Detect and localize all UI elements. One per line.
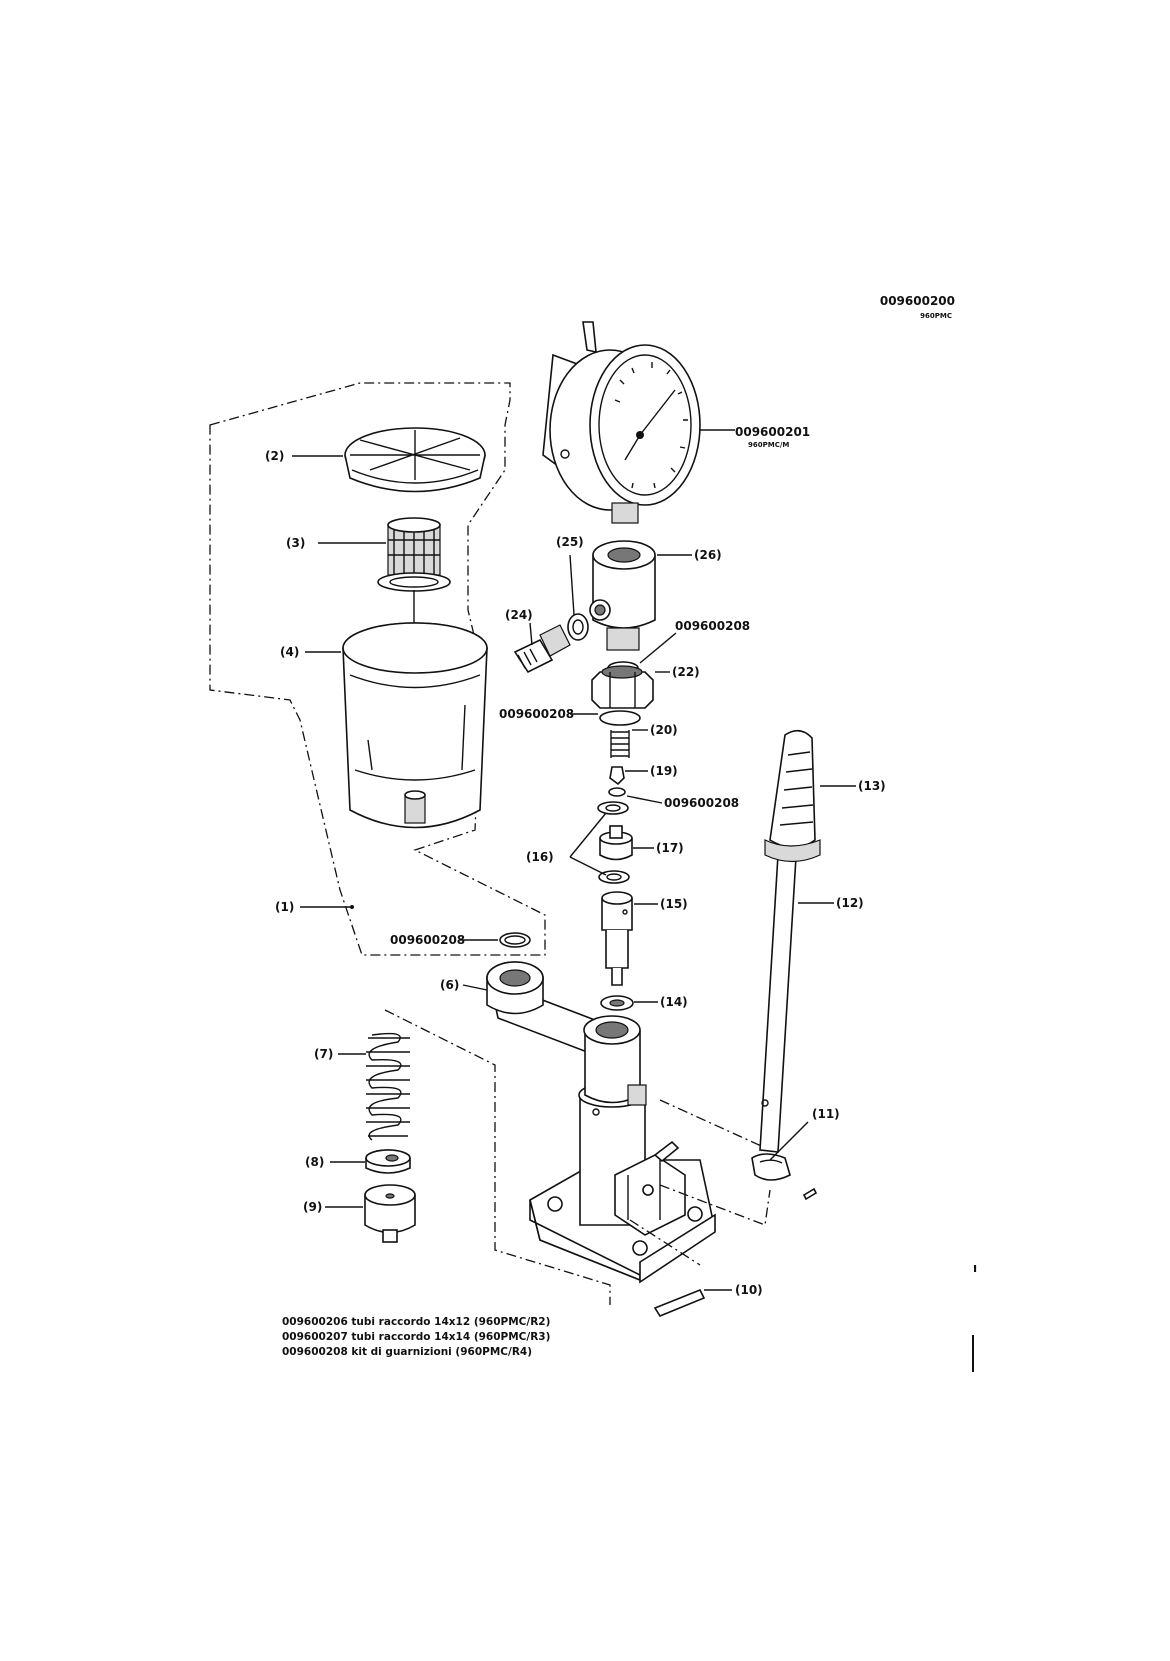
pressure-gauge [542, 321, 701, 524]
coil-spring [366, 1032, 410, 1141]
handle-tube [759, 854, 797, 1153]
part-label-14: (14) [660, 995, 688, 1009]
note-line-3: 009600208 kit di guarnizioni (960PMC/R4) [282, 1346, 532, 1358]
copper-washer-upper [597, 801, 629, 815]
seal-code-adapter: 009600208 [675, 619, 750, 633]
part-label-20: (20) [650, 723, 678, 737]
note-line-1: 009600206 tubi raccordo 14x12 (960PMC/R2… [282, 1316, 550, 1328]
delivery-valve [609, 766, 625, 786]
part-label-16: (16) [526, 850, 554, 864]
part-label-10: (10) [735, 1283, 763, 1297]
gauge-model: 960PMC/M [748, 441, 789, 449]
pump-plunger [601, 891, 633, 986]
part-label-12: (12) [836, 896, 864, 910]
clevis-pin [653, 1288, 706, 1317]
assembly-guide-lines [629, 1099, 771, 1266]
part-label-13: (13) [858, 779, 886, 793]
part-label-22: (22) [672, 665, 700, 679]
seal-code-valve: 009600208 [664, 796, 739, 810]
copper-washer-lower [598, 870, 630, 884]
test-union-fitting [513, 624, 571, 674]
pump-body [529, 1015, 716, 1284]
handle-grip [764, 729, 821, 863]
handle-clamp [751, 1153, 791, 1181]
seal-ring-reservoir [499, 932, 531, 948]
spring-cup [364, 1184, 416, 1243]
part-label-7: (7) [314, 1047, 333, 1061]
part-label-2: (2) [265, 449, 284, 463]
part-label-8: (8) [305, 1155, 324, 1169]
strainer-filter [377, 517, 451, 592]
seal-code-reservoir: 009600208 [390, 933, 465, 947]
part-label-6: (6) [440, 978, 459, 992]
part-label-26: (26) [694, 548, 722, 562]
seal-code-nut: 009600208 [499, 707, 574, 721]
small-screw [802, 1187, 818, 1201]
reservoir-group-outline [209, 382, 546, 956]
seal-ring-valve [608, 787, 626, 797]
note-line-2: 009600207 tubi raccordo 14x14 (960PMC/R3… [282, 1331, 550, 1343]
fixing-bolt [653, 1140, 680, 1163]
part-label-4: (4) [280, 645, 299, 659]
part-label-11: (11) [812, 1107, 840, 1121]
header-model: 960PMC [920, 312, 952, 320]
part-label-17: (17) [656, 841, 684, 855]
valve-seat [599, 825, 633, 861]
valve-spring [610, 730, 630, 758]
seal-ring-nut [599, 710, 641, 726]
part-label-19: (19) [650, 764, 678, 778]
spring-group-outline [384, 1009, 611, 1305]
part-label-25: (25) [556, 535, 584, 549]
part-label-15: (15) [660, 897, 688, 911]
reservoir-cup [342, 622, 488, 829]
margin-mark: ı [973, 1261, 977, 1275]
gauge-code: 009600201 [735, 425, 810, 439]
header-code: 009600200 [880, 294, 955, 308]
part-label-1: (1) [275, 900, 294, 914]
part-label-3: (3) [286, 536, 305, 550]
spring-seat [365, 1149, 411, 1174]
reservoir-lid [344, 427, 486, 493]
adapter-washer [567, 613, 589, 641]
part-label-24: (24) [505, 608, 533, 622]
gauge-adapter-block [589, 540, 656, 651]
part-label-9: (9) [303, 1200, 322, 1214]
reservoir-support-arm [486, 961, 596, 1057]
delivery-valve-nut [591, 665, 654, 709]
